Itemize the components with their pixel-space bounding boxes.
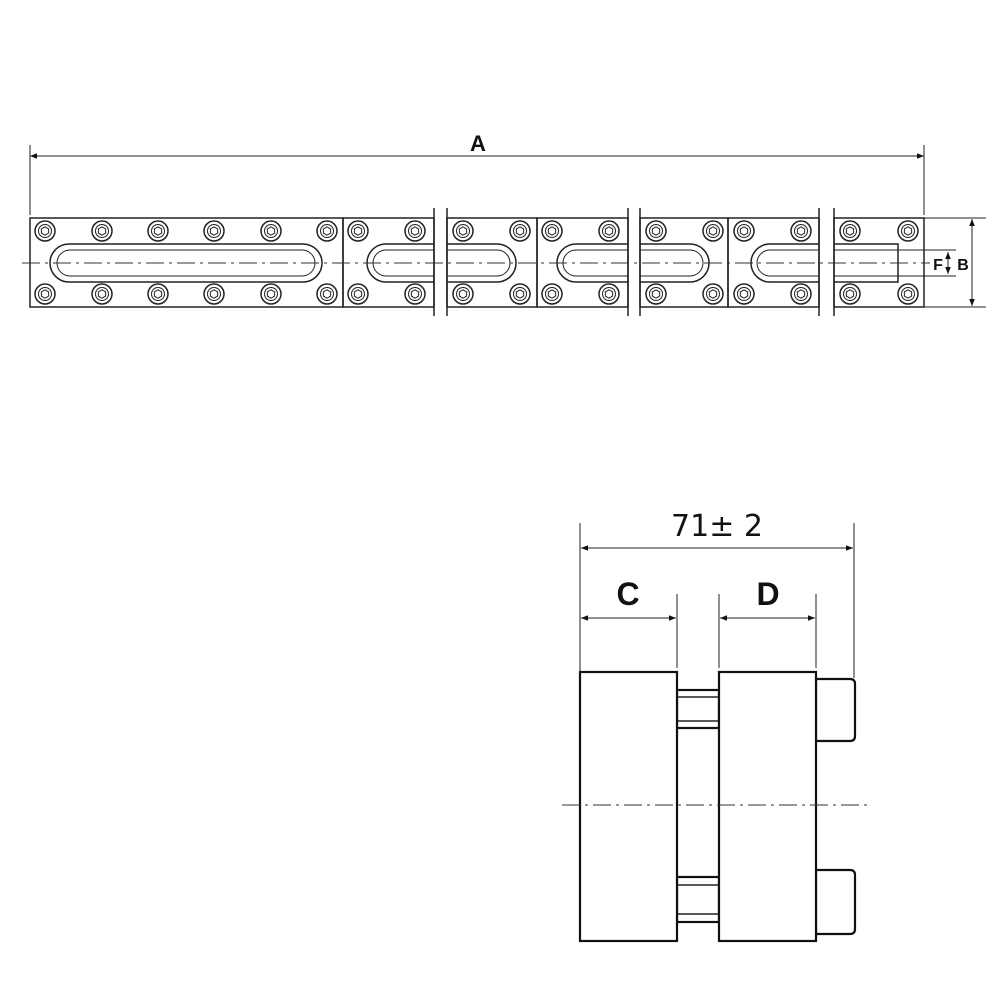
label-a: A bbox=[470, 131, 486, 156]
dimension-d: D bbox=[718, 576, 817, 668]
screw-head-icon bbox=[509, 283, 531, 305]
screw-head-icon bbox=[897, 220, 919, 242]
screw-head-icon bbox=[702, 283, 724, 305]
dimension-b: B bbox=[924, 217, 986, 308]
screw-head-icon bbox=[147, 283, 169, 305]
block-d bbox=[717, 670, 818, 943]
dimension-c: C bbox=[581, 576, 678, 668]
screw-head-icon bbox=[316, 283, 338, 305]
screw-head-icon bbox=[839, 220, 861, 242]
screw-head-icon bbox=[598, 220, 620, 242]
screw-head-icon bbox=[790, 220, 812, 242]
screw-head-icon bbox=[34, 220, 56, 242]
screw-head-icon bbox=[733, 220, 755, 242]
break-lines bbox=[433, 208, 835, 316]
screw-head-icon bbox=[91, 220, 113, 242]
screw-head-icon bbox=[645, 283, 667, 305]
screw-head-icon bbox=[702, 220, 724, 242]
screw-head-icon bbox=[404, 220, 426, 242]
dimension-f: F bbox=[898, 249, 956, 277]
dimension-overall: 71± 2 bbox=[579, 509, 855, 678]
screw-head-icon bbox=[91, 283, 113, 305]
screw-head-icon bbox=[203, 220, 225, 242]
screw-head-icon bbox=[404, 283, 426, 305]
dimension-a: A bbox=[29, 131, 925, 215]
screw-head-icon bbox=[541, 283, 563, 305]
screw-head-icon bbox=[203, 283, 225, 305]
side-view: 71± 2 C D bbox=[562, 509, 870, 943]
screw-head-icon bbox=[509, 220, 531, 242]
screw-head-icon bbox=[347, 220, 369, 242]
label-f: F bbox=[933, 257, 943, 274]
screw-head-icon bbox=[645, 220, 667, 242]
screw-head-icon bbox=[34, 283, 56, 305]
screw-head-icon bbox=[452, 220, 474, 242]
screw-head-icon bbox=[260, 283, 282, 305]
bolt-heads bbox=[814, 677, 857, 936]
screw-head-icon bbox=[452, 283, 474, 305]
screw-head-icon bbox=[733, 283, 755, 305]
screw-head-icon bbox=[897, 283, 919, 305]
block-c bbox=[578, 670, 679, 943]
label-b: B bbox=[957, 257, 969, 274]
screw-head-icon bbox=[790, 283, 812, 305]
screw-head-icon bbox=[598, 283, 620, 305]
screw-head-icon bbox=[541, 220, 563, 242]
top-view: A bbox=[22, 131, 986, 316]
connecting-bolts bbox=[675, 688, 721, 924]
screw-head-icon bbox=[316, 220, 338, 242]
label-c: C bbox=[616, 576, 639, 612]
screw-head-icon bbox=[147, 220, 169, 242]
screw-head-icon bbox=[347, 283, 369, 305]
label-d: D bbox=[756, 576, 779, 612]
screw-head-icon bbox=[260, 220, 282, 242]
screw-head-icon bbox=[839, 283, 861, 305]
screw-heads bbox=[34, 220, 919, 305]
label-overall-width: 71± 2 bbox=[671, 509, 763, 544]
